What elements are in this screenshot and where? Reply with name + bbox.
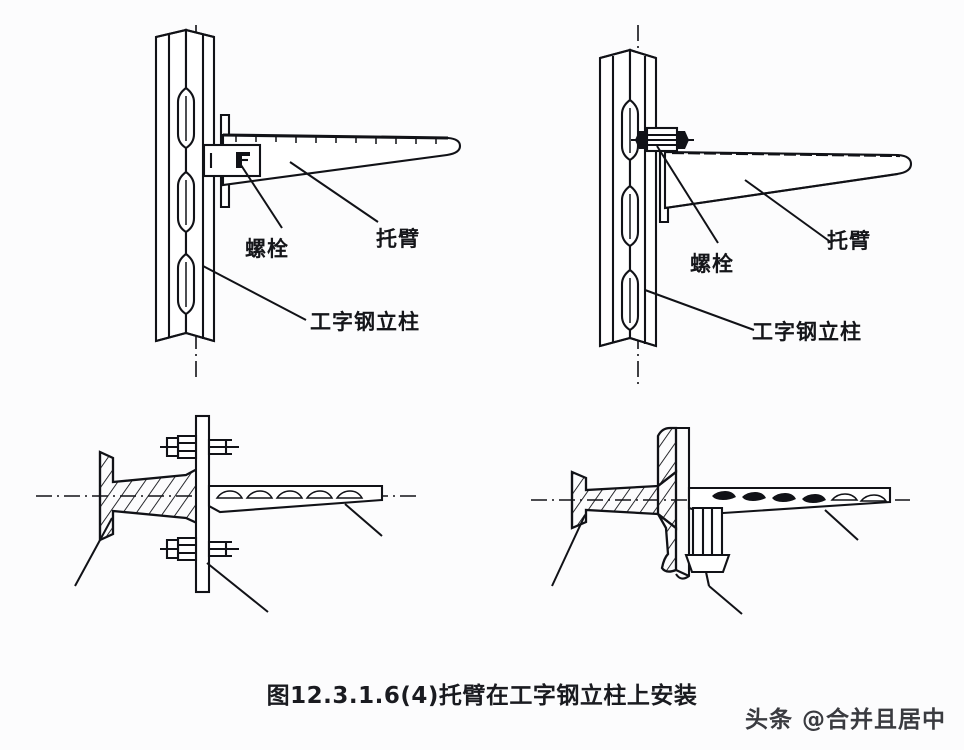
leader-steel-column [202, 265, 307, 321]
bracket-arm-slots [712, 491, 888, 503]
hook-plate-outline [675, 426, 691, 580]
bolt-assembly [684, 506, 731, 587]
top-right-drawing [598, 25, 913, 385]
column-slot-holes [176, 86, 196, 316]
leader-bolt [238, 161, 283, 229]
bracket-arm-body [687, 486, 892, 516]
watermark-text: 头条 @合并且居中 [745, 707, 947, 733]
panel-bottom-right: 工字钢立柱 螺栓 托臂 [490, 400, 964, 680]
hook-connection-plate [656, 426, 678, 573]
leader-bracket-arm [824, 509, 859, 541]
leader-bracket-arm [344, 503, 383, 537]
label-bolt-top-left: 螺栓 [245, 237, 289, 261]
bracket-arm-slots [215, 490, 364, 499]
bolt-nut-assembly [631, 126, 694, 153]
leader-steel-column [644, 289, 755, 331]
panel-bottom-left: 工字钢立柱 螺栓 托臂 [0, 400, 490, 680]
figure-caption: 图12.3.1.6(4)托臂在工字钢立柱上安装 [266, 683, 698, 709]
leader-steel-column [74, 517, 113, 587]
bracket-arm-body [221, 133, 462, 187]
leader-bolt [708, 585, 743, 615]
bolt-lower [160, 536, 239, 562]
leader-steel-column [551, 514, 586, 587]
label-steel-column-top-left: 工字钢立柱 [310, 310, 420, 334]
bracket-arm-body [207, 484, 384, 514]
label-bracket-arm-top-left: 托臂 [376, 227, 420, 251]
bracket-arm-body [663, 150, 913, 210]
panel-top-left: 螺栓 托臂 工字钢立柱 [0, 0, 500, 400]
top-left-drawing [154, 25, 462, 380]
bolt-detail-box [202, 143, 262, 178]
label-bracket-arm-top-right: 托臂 [827, 229, 871, 253]
label-bolt-top-right: 螺栓 [690, 252, 734, 276]
panel-top-right: 螺栓 托臂 工字钢立柱 [482, 0, 964, 400]
bottom-left-drawing [36, 414, 420, 613]
bottom-right-drawing [531, 426, 910, 615]
leader-bracket-arm [744, 179, 833, 244]
label-steel-column-top-right: 工字钢立柱 [752, 320, 862, 344]
leader-bolt [206, 562, 269, 613]
leader-bracket-arm [289, 161, 379, 223]
connection-plate [194, 414, 211, 594]
leader-bolt [656, 145, 719, 244]
bolt-upper [160, 434, 239, 460]
steel-column-section [98, 450, 201, 542]
column-slot-holes [620, 98, 640, 332]
